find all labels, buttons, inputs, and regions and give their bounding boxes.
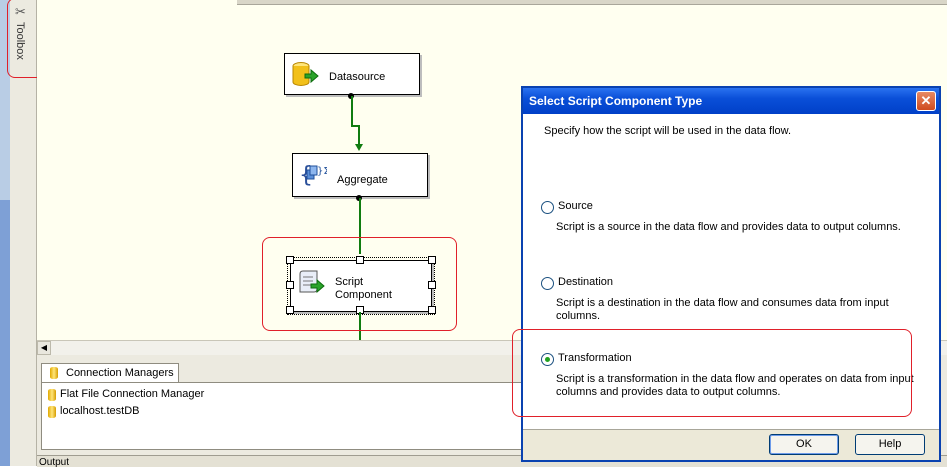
- aggregate-label: Aggregate: [337, 174, 388, 186]
- output-label: Output: [39, 457, 70, 468]
- toolbox-tab[interactable]: ✂ Toolbox: [12, 2, 32, 72]
- resize-handle[interactable]: [356, 256, 364, 264]
- database-icon: [292, 62, 319, 86]
- resize-handle[interactable]: [428, 281, 436, 289]
- resize-handle[interactable]: [286, 306, 294, 314]
- connection-item-label: Flat File Connection Manager: [60, 388, 205, 400]
- resize-handle[interactable]: [286, 281, 294, 289]
- dialog-instruction: Specify how the script will be used in t…: [544, 125, 792, 137]
- connection-managers-tab[interactable]: Connection Managers: [41, 363, 179, 382]
- script-component-highlight: [262, 237, 457, 331]
- ok-button[interactable]: OK: [769, 434, 839, 455]
- connector-segment: [351, 96, 353, 126]
- datasource-task[interactable]: Datasource: [284, 53, 420, 95]
- script-component-label-line1: Script: [335, 276, 364, 288]
- connection-managers-icon: [50, 367, 58, 379]
- database-connection-icon: [48, 406, 56, 418]
- source-radio[interactable]: [541, 201, 554, 214]
- select-script-component-type-dialog: Select Script Component Type ✕ Specify h…: [521, 86, 941, 462]
- connector-segment: [359, 312, 361, 340]
- scroll-left-button[interactable]: ◀: [37, 341, 51, 355]
- script-icon: [299, 270, 325, 294]
- connector-segment: [359, 198, 361, 254]
- toolbox-label: Toolbox: [14, 22, 26, 60]
- connector-arrow: [355, 144, 363, 151]
- flat-file-connection-icon: [48, 389, 56, 401]
- transformation-highlight: [512, 329, 912, 417]
- script-component-label-line2: Component: [335, 289, 392, 301]
- dialog-body: Specify how the script will be used in t…: [523, 114, 939, 430]
- resize-handle[interactable]: [428, 306, 436, 314]
- help-button[interactable]: Help: [855, 434, 925, 455]
- destination-radio[interactable]: [541, 277, 554, 290]
- dialog-title-bar[interactable]: Select Script Component Type ✕: [523, 88, 939, 114]
- option-label: Destination: [558, 276, 614, 288]
- connector-segment: [351, 125, 359, 127]
- option-label: Transformation: [558, 352, 632, 364]
- connection-managers-list[interactable]: Flat File Connection Manager localhost.t…: [41, 382, 528, 450]
- option-description: Script is a source in the data flow and …: [556, 221, 901, 233]
- connection-managers-tab-label: Connection Managers: [66, 367, 174, 379]
- toolbox-icon: ✂: [15, 4, 26, 19]
- dialog-title: Select Script Component Type: [529, 94, 703, 108]
- datasource-label: Datasource: [329, 71, 386, 83]
- resize-handle[interactable]: [428, 256, 436, 264]
- connection-item-label: localhost.testDB: [60, 405, 140, 417]
- option-label: Source: [558, 200, 593, 212]
- resize-handle[interactable]: [286, 256, 294, 264]
- option-description: Script is a transformation in the data f…: [556, 373, 914, 398]
- transformation-radio[interactable]: [541, 353, 554, 366]
- svg-text:}Σ: }Σ: [317, 166, 327, 177]
- close-icon[interactable]: ✕: [916, 91, 936, 111]
- option-description: Script is a destination in the data flow…: [556, 297, 889, 322]
- aggregate-icon: { }Σ: [299, 163, 327, 188]
- left-edge-rail: [0, 0, 10, 466]
- aggregate-task[interactable]: { }Σ Aggregate: [292, 153, 428, 197]
- connector-segment: [358, 125, 360, 145]
- canvas-top-strip: [237, 0, 947, 5]
